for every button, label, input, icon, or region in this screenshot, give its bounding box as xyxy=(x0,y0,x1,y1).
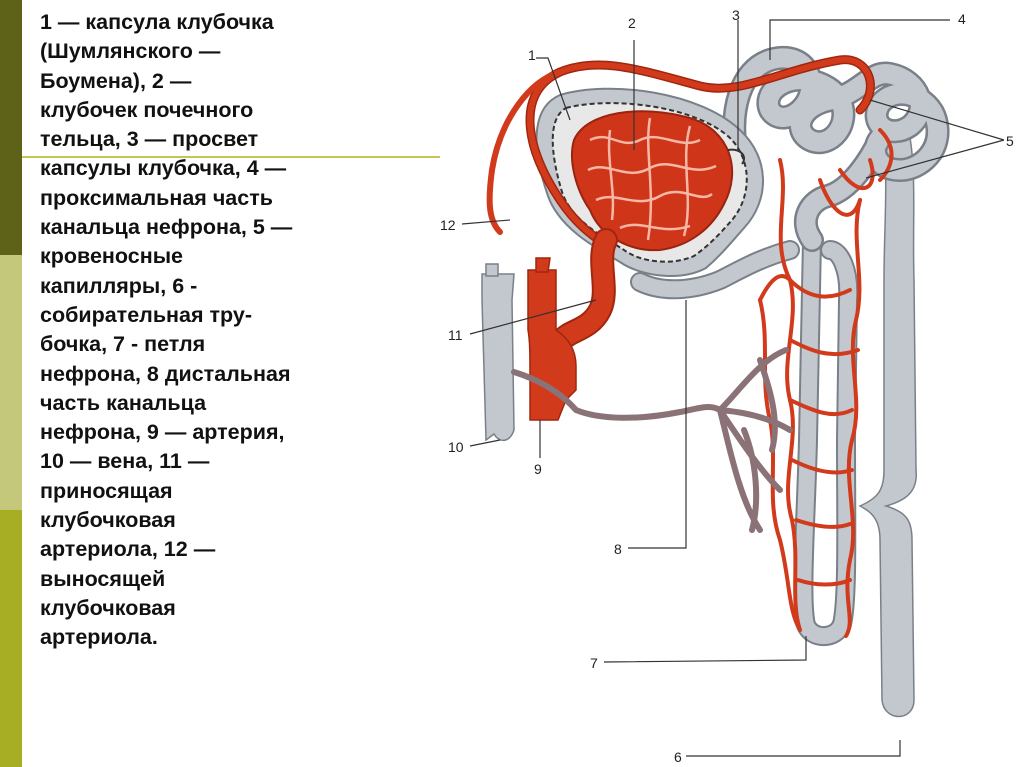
label-10-vein: 10 xyxy=(448,439,464,455)
accent-bar-middle xyxy=(0,255,22,510)
proximal-tubule xyxy=(722,46,950,252)
label-12-efferent-arteriole: 12 xyxy=(440,217,456,233)
label-3-capsule-lumen: 3 xyxy=(732,7,740,23)
label-7-loop-of-henle: 7 xyxy=(590,655,598,671)
label-9-artery: 9 xyxy=(534,461,542,477)
accent-bar-top xyxy=(0,0,22,255)
efferent-arteriole xyxy=(486,55,875,253)
decorative-divider-line xyxy=(22,156,440,158)
vein xyxy=(481,263,515,442)
collecting-duct xyxy=(858,119,917,718)
accent-bar-bottom xyxy=(0,510,22,767)
label-leader-lines xyxy=(461,19,1005,757)
label-1-capsule: 1 xyxy=(528,47,536,63)
diagram-labels: 1 2 3 4 5 6 7 8 9 10 11 12 xyxy=(440,7,1014,765)
label-6-collecting-duct: 6 xyxy=(674,749,682,765)
label-8-distal-tubule: 8 xyxy=(614,541,622,557)
capsule-lumen-marker xyxy=(727,148,746,165)
label-11-afferent-arteriole: 11 xyxy=(448,327,463,343)
peritubular-capillaries xyxy=(758,128,894,638)
vasa-recta-network xyxy=(511,347,793,533)
label-2-glomerulus: 2 xyxy=(628,15,636,31)
loop-of-henle xyxy=(793,230,859,647)
glomerulus xyxy=(570,110,734,252)
label-4-proximal-tubule: 4 xyxy=(958,11,966,27)
label-5-capillaries: 5 xyxy=(1006,133,1014,149)
distal-tubule xyxy=(630,240,800,300)
afferent-arteriole xyxy=(550,228,618,352)
legend-caption: 1 — капсула клубочка (Шумлянского — Боум… xyxy=(40,10,293,650)
